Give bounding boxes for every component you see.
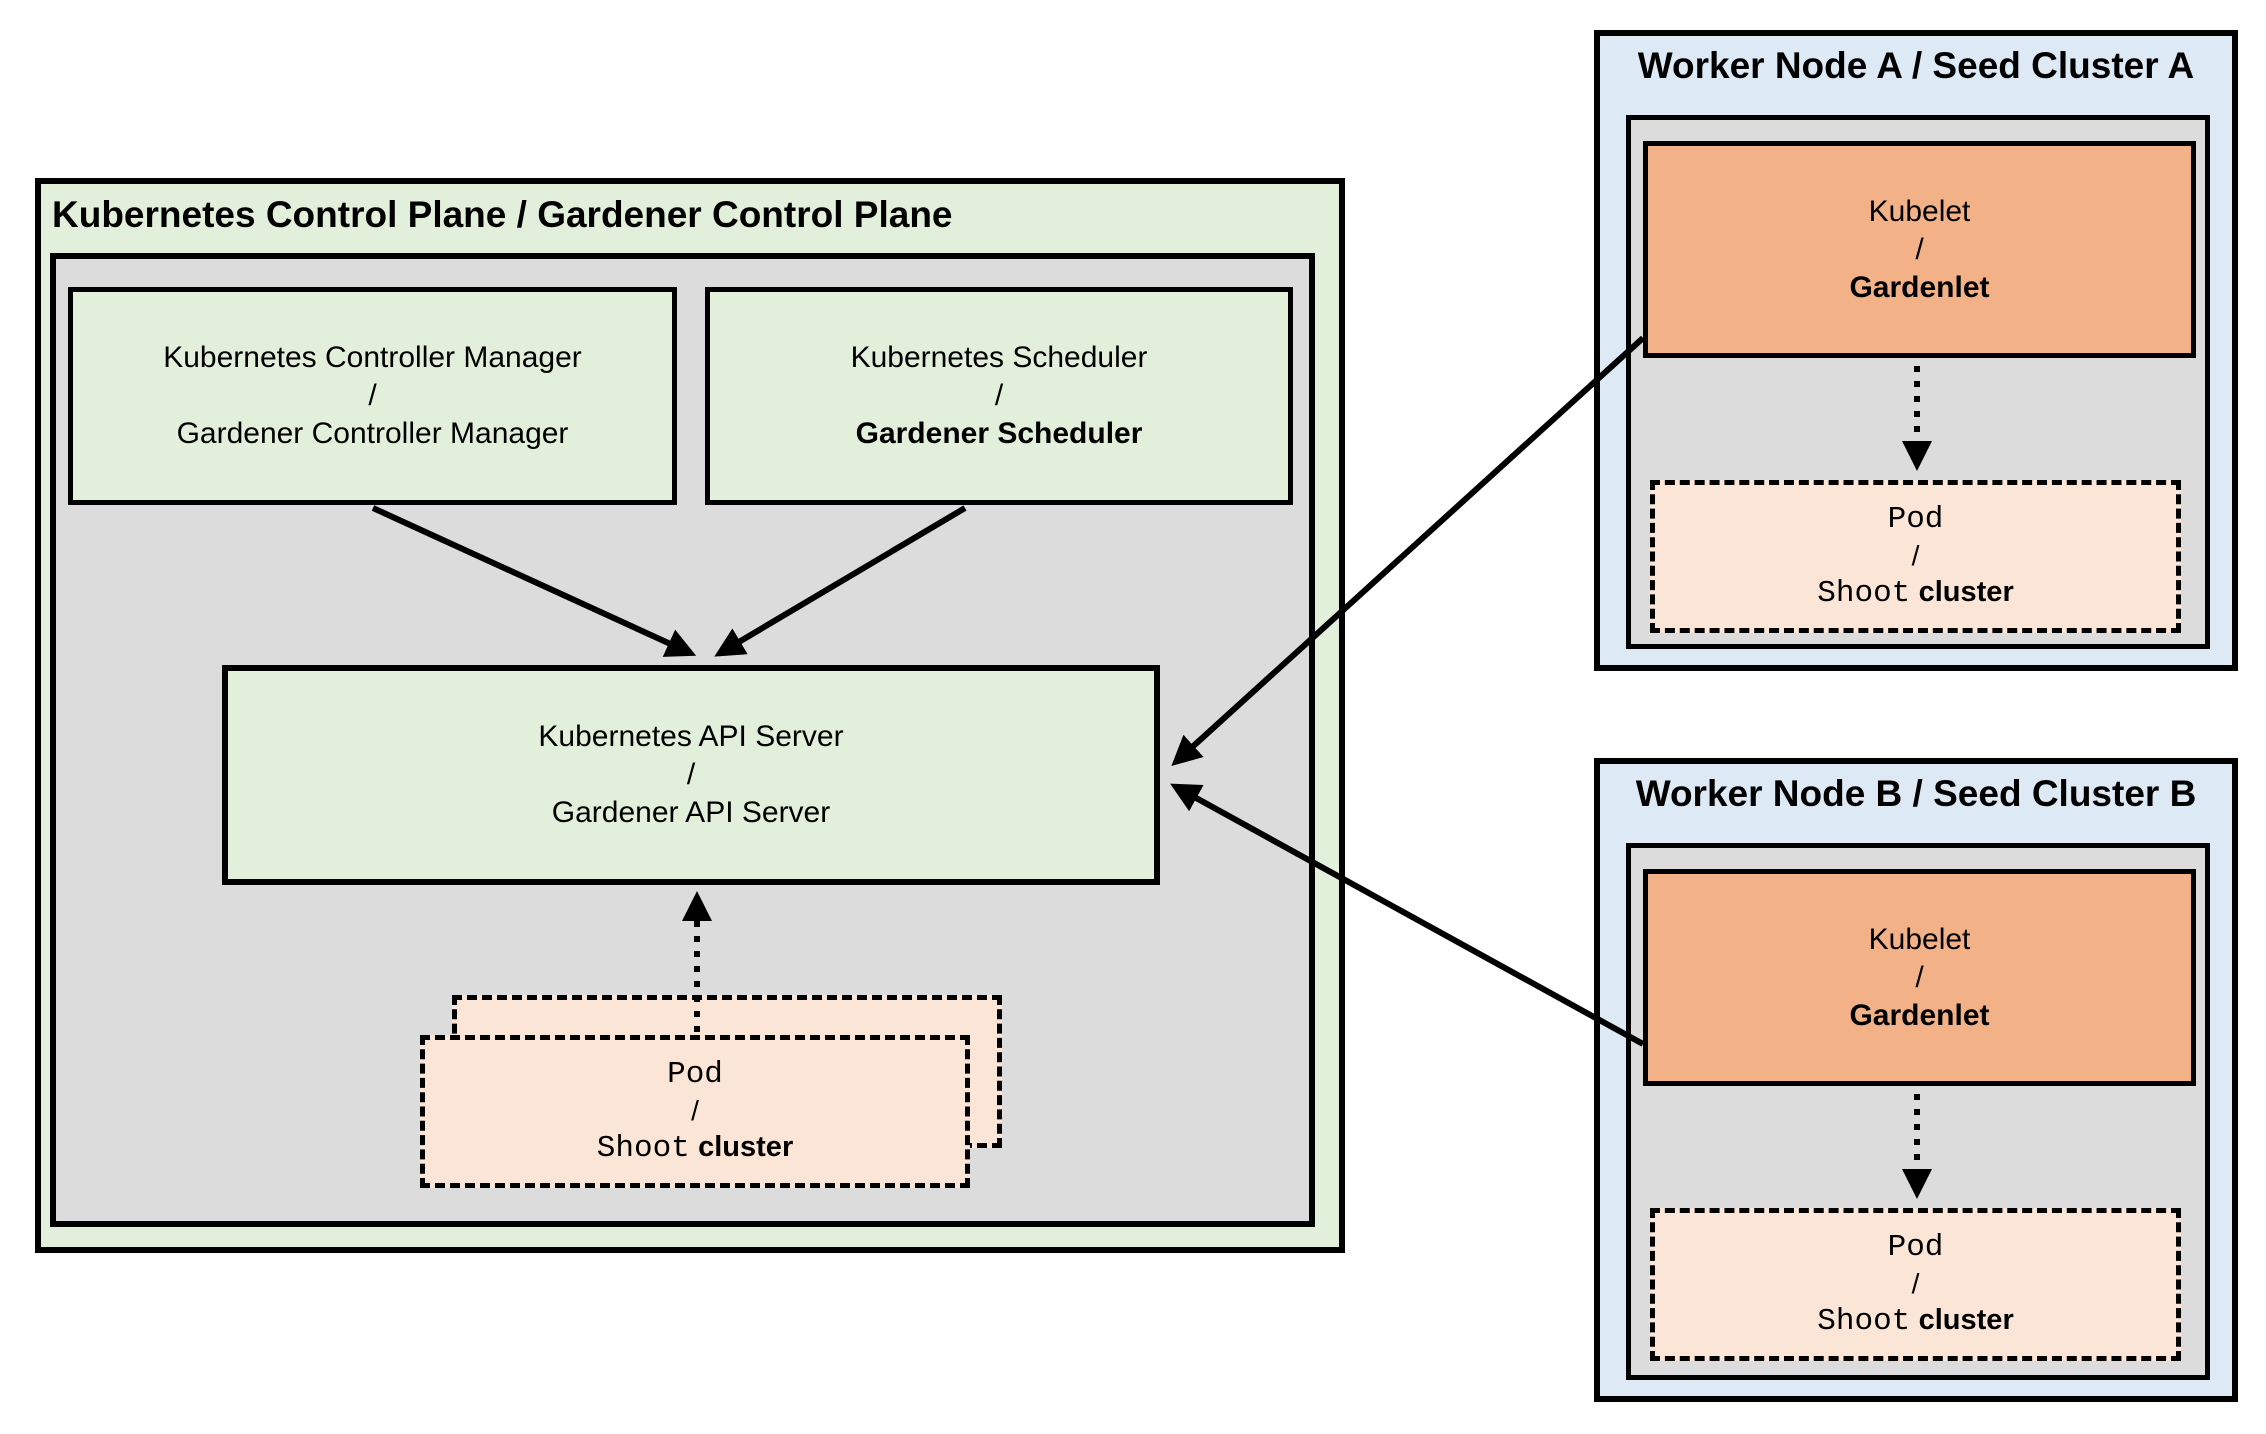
worker-b-pod-line2: Shoot cluster: [1817, 1301, 2013, 1341]
control-plane-title: Kubernetes Control Plane / Gardener Cont…: [52, 194, 953, 235]
worker-a-kubelet-line2: Gardenlet: [1849, 270, 1990, 304]
scheduler-separator: /: [994, 379, 1004, 412]
control-plane-pod-separator: /: [691, 1094, 699, 1126]
scheduler-line2: Gardener Scheduler: [855, 417, 1143, 450]
worker-b-pod-cluster: cluster: [1918, 1303, 2014, 1336]
control-plane-pod-line2: Shoot cluster: [597, 1128, 793, 1168]
control-plane-pod-line1: Pod: [667, 1056, 723, 1092]
worker-a-pod-cluster: cluster: [1918, 575, 2014, 608]
worker-a-kubelet-separator: /: [1915, 232, 1924, 266]
worker-b-kubelet-line2: Gardenlet: [1849, 998, 1990, 1032]
api-server-line2: Gardener API Server: [551, 796, 831, 829]
worker-b-kubelet-line1: Kubelet: [1868, 922, 1971, 956]
worker-a-pod-shoot: Shoot: [1817, 575, 1911, 611]
controller-manager-line1: Kubernetes Controller Manager: [163, 341, 582, 374]
worker-a-pod-line1: Pod: [1887, 501, 1944, 537]
control-plane-pod-cluster: cluster: [698, 1130, 794, 1163]
control-plane-pod-box: Pod / Shoot cluster: [420, 1035, 970, 1188]
scheduler-box: Kubernetes Scheduler / Gardener Schedule…: [705, 287, 1293, 505]
worker-b-kubelet-separator: /: [1915, 960, 1924, 994]
worker-b-pod-box: Pod / Shoot cluster: [1650, 1208, 2181, 1361]
api-server-separator: /: [686, 758, 696, 791]
worker-b-pod-separator: /: [1911, 1267, 1920, 1299]
worker-a-kubelet-box: Kubelet / Gardenlet: [1643, 141, 2196, 358]
worker-a-kubelet-line1: Kubelet: [1868, 194, 1971, 228]
worker-b-pod-shoot: Shoot: [1817, 1303, 1911, 1339]
worker-node-b-title: Worker Node B / Seed Cluster B: [1635, 773, 2197, 814]
controller-manager-line2: Gardener Controller Manager: [176, 417, 569, 450]
worker-b-kubelet-box: Kubelet / Gardenlet: [1643, 869, 2196, 1086]
worker-node-a-title: Worker Node A / Seed Cluster A: [1637, 45, 2195, 86]
worker-a-pod-box: Pod / Shoot cluster: [1650, 480, 2181, 633]
scheduler-line1: Kubernetes Scheduler: [850, 341, 1148, 374]
control-plane-pod-shoot: Shoot: [596, 1130, 690, 1166]
api-server-box: Kubernetes API Server / Gardener API Ser…: [222, 665, 1160, 885]
controller-manager-box: Kubernetes Controller Manager / Gardener…: [68, 287, 677, 505]
controller-manager-separator: /: [368, 379, 377, 412]
api-server-line1: Kubernetes API Server: [538, 720, 844, 753]
worker-a-pod-separator: /: [1911, 539, 1920, 571]
worker-a-pod-line2: Shoot cluster: [1817, 573, 2013, 613]
worker-b-pod-line1: Pod: [1887, 1229, 1944, 1265]
